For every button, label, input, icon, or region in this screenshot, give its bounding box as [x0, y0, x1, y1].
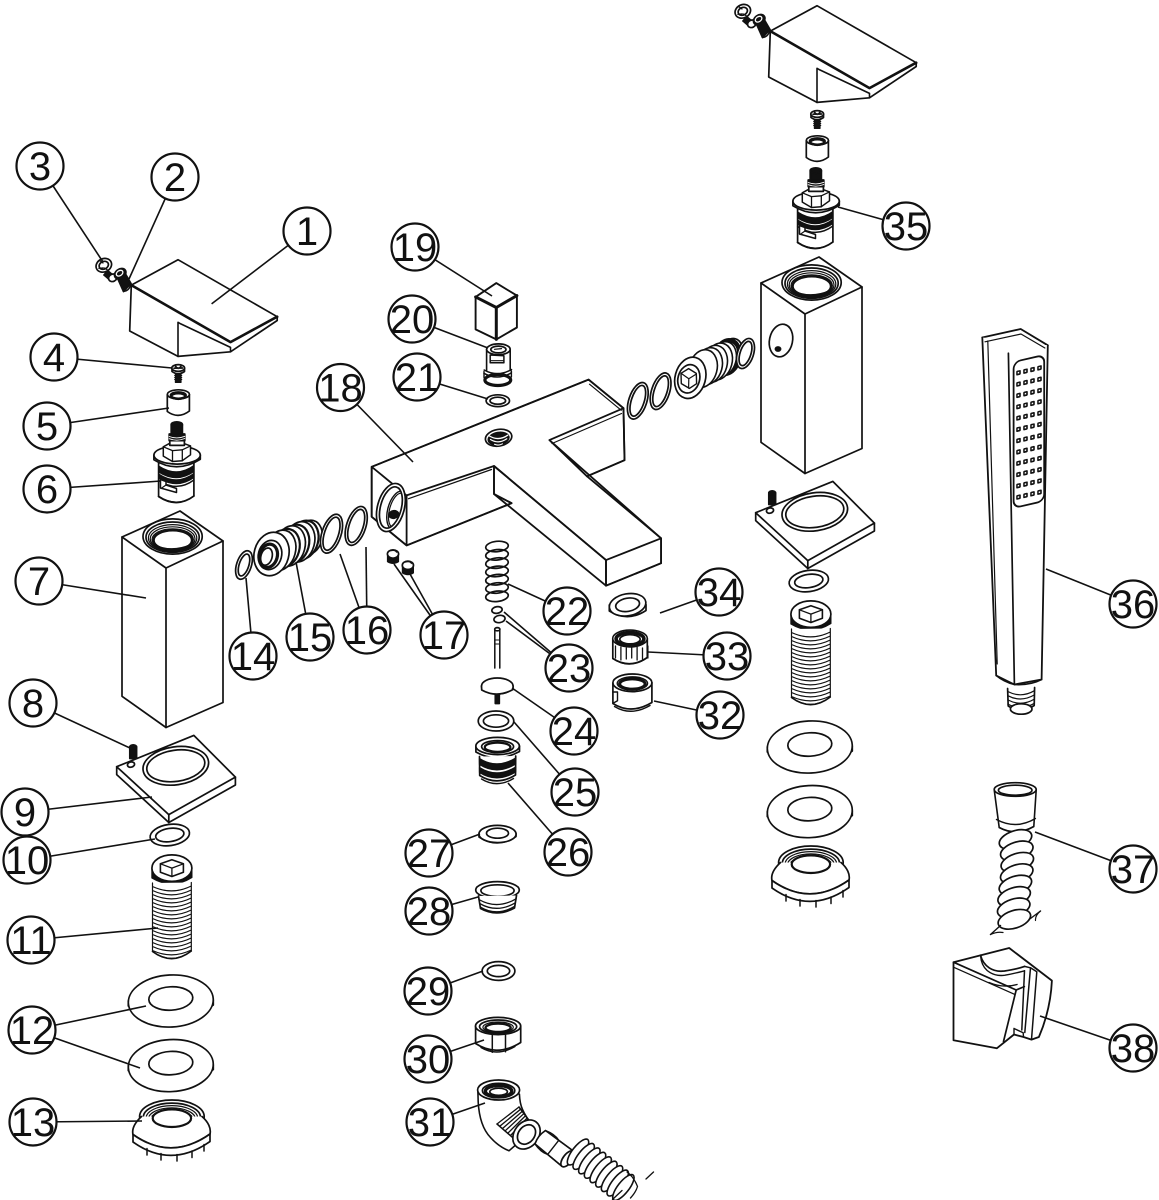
- svg-text:16: 16: [345, 609, 390, 653]
- svg-text:24: 24: [552, 710, 597, 754]
- svg-text:10: 10: [5, 839, 50, 883]
- svg-text:38: 38: [1111, 1027, 1156, 1071]
- svg-text:15: 15: [288, 616, 333, 660]
- svg-text:11: 11: [10, 919, 52, 963]
- svg-text:31: 31: [408, 1101, 453, 1145]
- svg-text:14: 14: [231, 635, 276, 679]
- svg-text:37: 37: [1111, 848, 1156, 892]
- svg-text:8: 8: [22, 682, 44, 726]
- svg-text:32: 32: [698, 694, 743, 738]
- svg-text:28: 28: [407, 890, 452, 934]
- svg-text:27: 27: [407, 832, 452, 876]
- svg-text:9: 9: [14, 791, 36, 835]
- svg-text:2: 2: [164, 156, 186, 200]
- svg-text:23: 23: [547, 647, 592, 691]
- svg-text:34: 34: [697, 571, 742, 615]
- svg-text:21: 21: [395, 356, 440, 400]
- svg-text:30: 30: [406, 1038, 451, 1082]
- svg-text:26: 26: [546, 831, 591, 875]
- svg-text:1: 1: [296, 210, 318, 254]
- svg-text:12: 12: [10, 1009, 55, 1053]
- svg-text:35: 35: [884, 205, 929, 249]
- svg-text:13: 13: [11, 1101, 56, 1145]
- svg-text:3: 3: [29, 145, 51, 189]
- svg-text:25: 25: [553, 771, 598, 815]
- svg-text:5: 5: [36, 405, 58, 449]
- svg-text:22: 22: [545, 590, 590, 634]
- svg-text:29: 29: [406, 970, 451, 1014]
- svg-text:20: 20: [390, 298, 435, 342]
- svg-text:18: 18: [318, 367, 363, 411]
- svg-text:19: 19: [393, 226, 438, 270]
- svg-text:33: 33: [705, 635, 750, 679]
- svg-text:4: 4: [43, 336, 65, 380]
- svg-text:36: 36: [1111, 583, 1156, 627]
- svg-text:7: 7: [28, 560, 50, 604]
- svg-text:6: 6: [36, 468, 58, 512]
- svg-text:17: 17: [422, 614, 467, 658]
